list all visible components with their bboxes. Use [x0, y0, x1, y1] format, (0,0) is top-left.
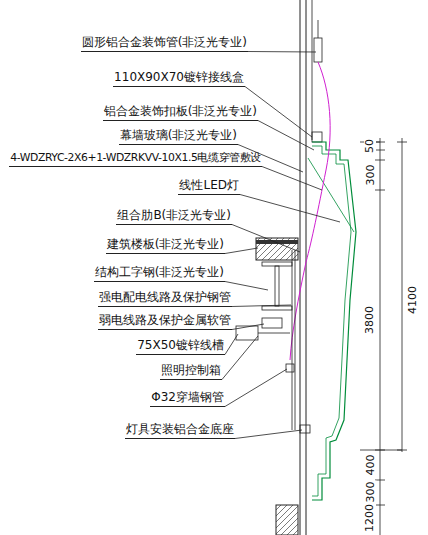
leader-line [248, 51, 316, 53]
leader-line [240, 195, 340, 223]
leader-line [258, 121, 314, 151]
callout-label: 圆形铝合金装饰管(非泛光专业) [81, 35, 248, 52]
callout-label: 灯具安装铝合金底座 [125, 422, 235, 439]
dimension-text: 300 [364, 481, 376, 504]
callout-label: 结构工字钢(非泛光专业) [94, 265, 225, 282]
dimension-text: 4100 [407, 285, 419, 315]
leader-line [225, 282, 268, 291]
dimension-text: 1200 [364, 503, 376, 533]
leader-line [225, 334, 238, 355]
callout-label: Φ32穿墙钢管 [150, 390, 225, 407]
callout-label: 线性LED灯 [178, 178, 240, 195]
callout-label: 照明控制箱 [160, 363, 222, 380]
callout-label: 75X50镀锌线槽 [136, 338, 225, 355]
callout-label: 铝合金装饰扣板(非泛光专业) [103, 104, 258, 121]
dimension-text: 3800 [364, 305, 376, 335]
dimension-text: 50 [364, 138, 376, 154]
dimension-text: 300 [364, 164, 376, 187]
leader-line [222, 336, 258, 380]
callout-label: 弱电线路及保护金属软管 [98, 313, 232, 330]
leader-line [232, 225, 300, 253]
leader-line [235, 430, 302, 439]
callout-label: 4-WDZRYC-2X6+1-WDZRKVV-10X1.5电缆穿管敷设 [9, 150, 262, 167]
leader-line [262, 167, 322, 191]
callout-label: 建筑楼板(非泛光专业) [106, 237, 225, 254]
callout-label: 幕墙玻璃(非泛光专业) [119, 128, 238, 145]
callout-label: 强电配电线路及保护钢管 [98, 290, 232, 307]
leader-line [225, 369, 287, 407]
leader-line [232, 305, 291, 307]
leader-line [225, 248, 258, 254]
leader-line [232, 324, 264, 330]
dimension-text: 400 [364, 454, 376, 477]
callout-label: 组合肋B(非泛光专业) [116, 208, 232, 225]
callout-label: 110X90X70镀锌接线盒 [113, 70, 245, 87]
